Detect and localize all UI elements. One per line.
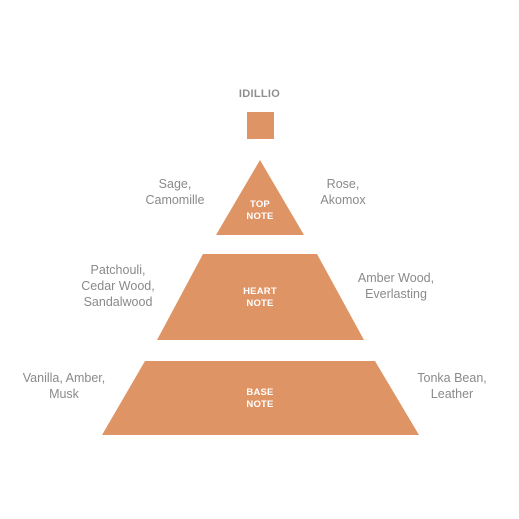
- heart-note-label: HEART NOTE: [243, 286, 277, 309]
- heart-left-notes: Patchouli, Cedar Wood, Sandalwood: [81, 263, 155, 309]
- base-note-label: BASE NOTE: [246, 387, 274, 410]
- heart-right-notes: Amber Wood, Everlasting: [357, 271, 435, 301]
- heart-note-trapezoid: [157, 254, 364, 340]
- base-right-notes: Tonka Bean, Leather: [417, 371, 487, 401]
- top-note-label: TOP NOTE: [246, 199, 274, 222]
- top-left-notes: Sage, Camomille: [145, 177, 205, 207]
- top-note-triangle: [216, 160, 304, 235]
- accent-square: [247, 112, 274, 139]
- diagram-title: IDILLIO: [238, 88, 281, 100]
- top-right-notes: Rose, Akomox: [320, 177, 366, 207]
- base-left-notes: Vanilla, Amber, Musk: [22, 371, 106, 401]
- base-note-trapezoid: [102, 361, 419, 435]
